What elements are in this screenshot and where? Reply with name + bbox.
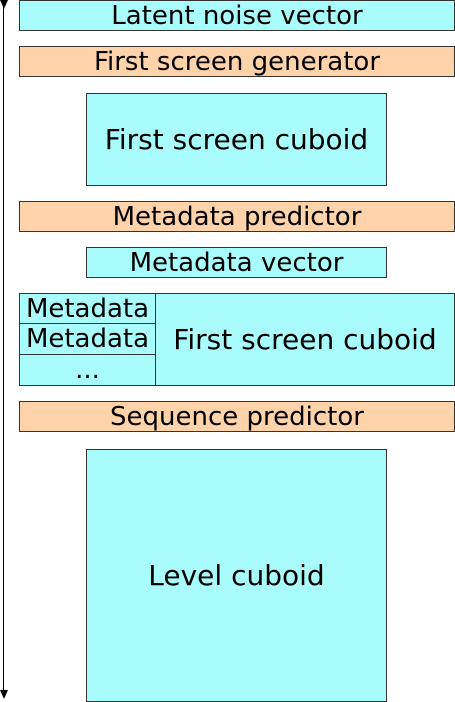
stacked-first-screen-cuboid-label: First screen cuboid — [173, 322, 437, 356]
metadata-predictor-label: Metadata predictor — [112, 201, 362, 232]
metadata-vector-label: Metadata vector — [129, 247, 344, 278]
metadata-row-label: Metadata — [25, 324, 150, 354]
metadata-predictor-box: Metadata predictor — [19, 201, 455, 232]
metadata-row: Metadata — [20, 324, 156, 355]
arrow-shaft — [3, 4, 4, 692]
metadata-stack-group: Metadata Metadata ... First screen cuboi… — [19, 293, 455, 386]
arrow-head-top — [0, 0, 8, 9]
latent-noise-vector-box: Latent noise vector — [19, 0, 455, 31]
metadata-ellipsis-label: ... — [75, 355, 100, 385]
first-screen-generator-label: First screen generator — [93, 46, 381, 77]
metadata-row-label: Metadata — [25, 293, 150, 324]
metadata-row: Metadata — [20, 294, 156, 324]
first-screen-cuboid-box: First screen cuboid — [86, 93, 387, 186]
arrow-head-bottom — [0, 690, 8, 699]
first-screen-cuboid-label: First screen cuboid — [104, 122, 369, 156]
first-screen-generator-box: First screen generator — [19, 46, 455, 77]
metadata-row-ellipsis: ... — [20, 355, 156, 385]
level-cuboid-label: Level cuboid — [148, 558, 325, 592]
latent-noise-vector-label: Latent noise vector — [111, 0, 363, 31]
stacked-first-screen-cuboid: First screen cuboid — [156, 294, 454, 385]
metadata-vector-box: Metadata vector — [86, 247, 387, 278]
sequence-predictor-label: Sequence predictor — [110, 401, 364, 432]
level-cuboid-box: Level cuboid — [86, 449, 387, 702]
sequence-predictor-box: Sequence predictor — [19, 401, 455, 432]
